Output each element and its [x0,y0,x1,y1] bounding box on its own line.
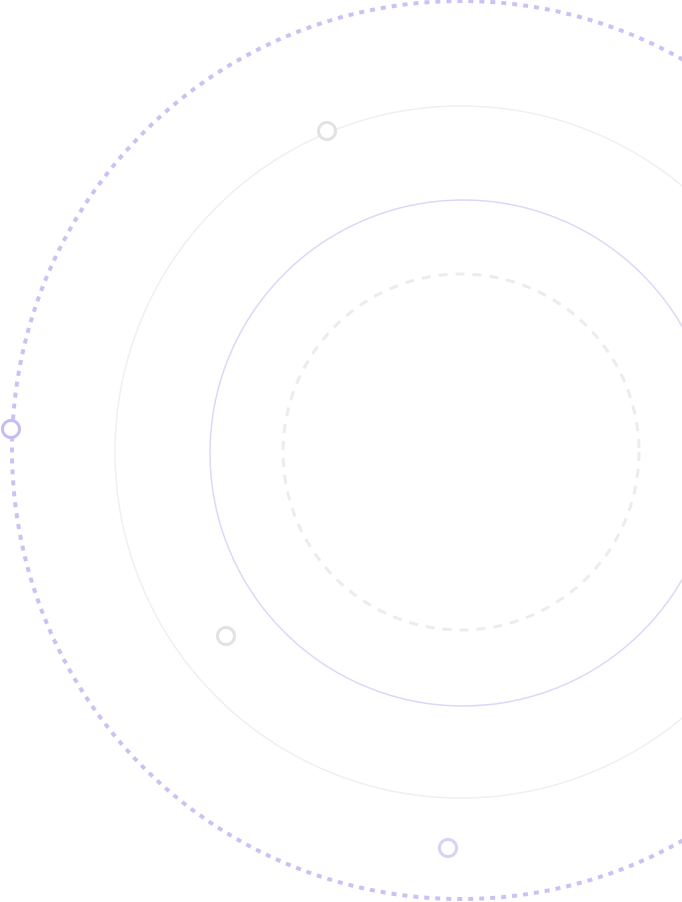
thin-gray-ring [114,105,682,799]
orbit-node-bottom [438,838,458,858]
orbit-node-top [317,121,337,141]
lavender-ring [209,199,682,707]
outer-dotted-ring [10,0,682,901]
orbit-node-left [1,419,21,439]
inner-dashed-ring [281,272,641,632]
orbit-node-lower-left [216,626,236,646]
